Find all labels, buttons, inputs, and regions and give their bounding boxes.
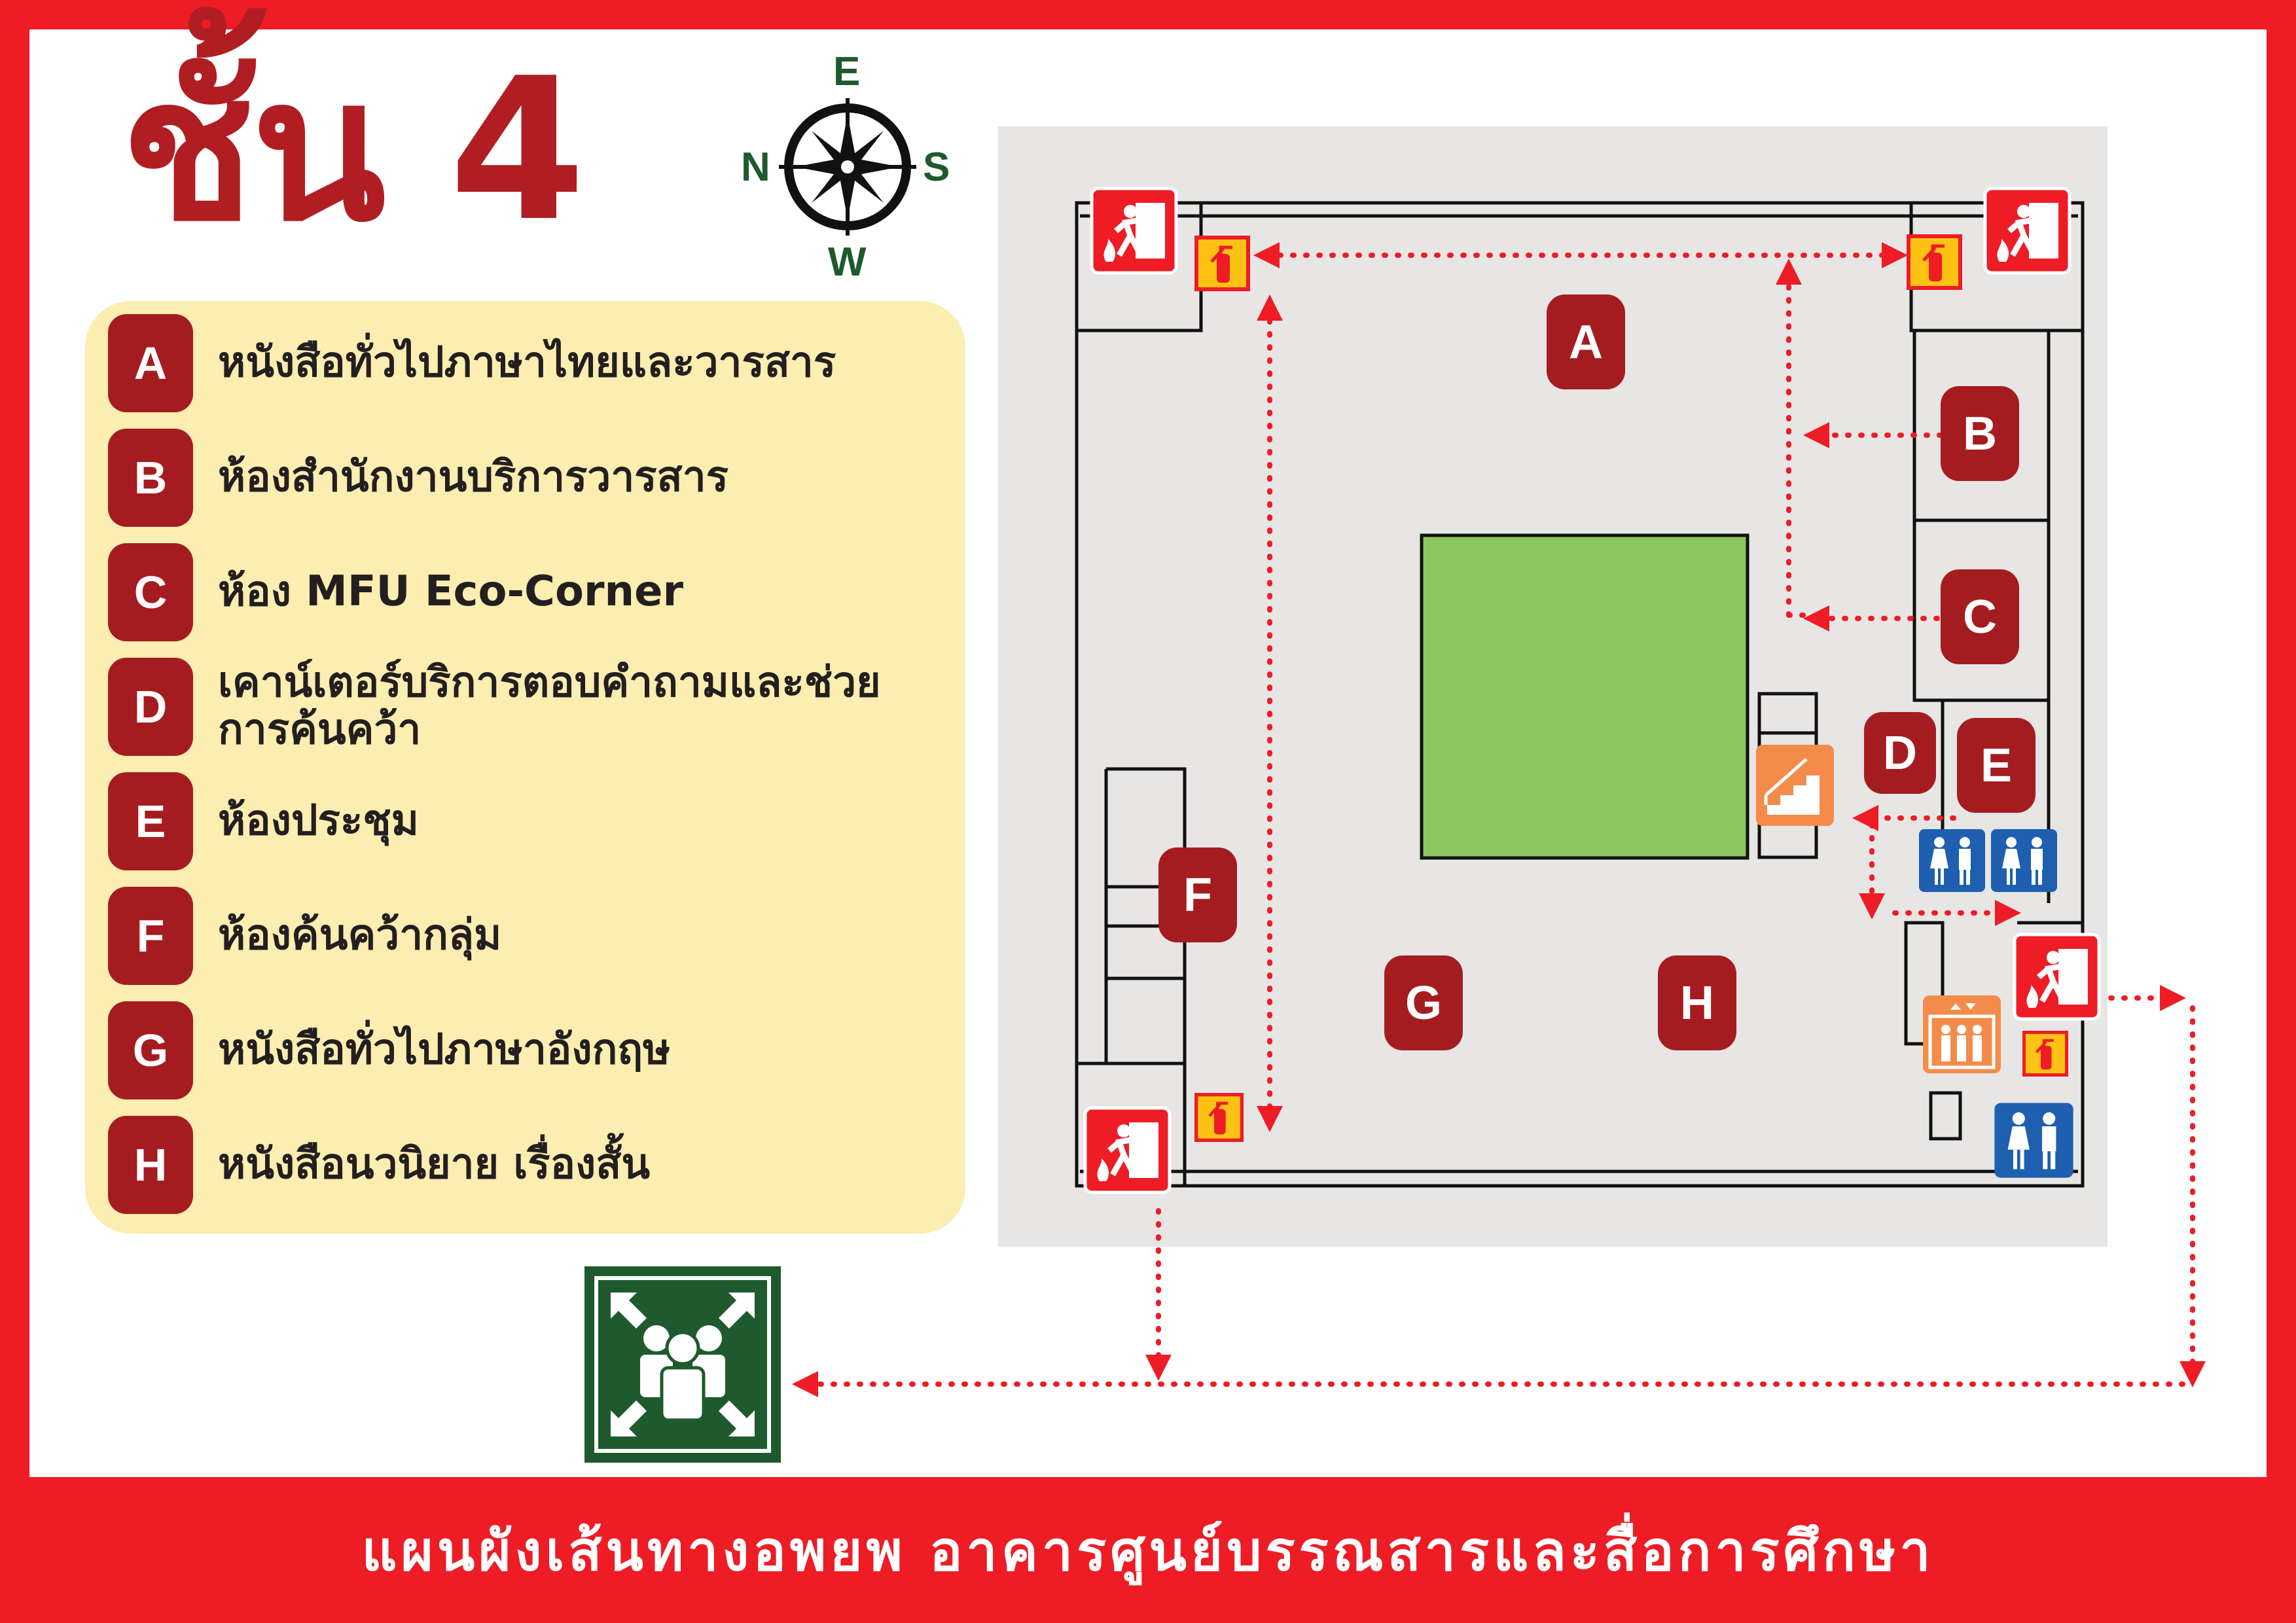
legend-item-f: F ห้องค้นคว้ากลุ่ม	[108, 887, 959, 985]
legend-text: ห้อง MFU Eco-Corner	[218, 567, 684, 616]
room-label-d: D	[1864, 712, 1936, 794]
compass-north-label: N	[741, 145, 770, 190]
legend-item-a: A หนังสือทั่วไปภาษาไทยและวารสาร	[108, 314, 959, 412]
room-label-b: B	[1941, 386, 2019, 481]
fire-exit-icon	[2013, 933, 2101, 1021]
room-label-f: F	[1158, 847, 1237, 942]
legend-badge: B	[108, 429, 193, 527]
compass-icon	[779, 98, 916, 236]
fire-extinguisher-icon	[1907, 234, 1962, 290]
courtyard	[1420, 533, 1749, 860]
restroom-icon	[1991, 829, 2057, 892]
legend-item-c: C ห้อง MFU Eco-Corner	[108, 543, 959, 641]
legend-panel: A หนังสือทั่วไปภาษาไทยและวารสาร B ห้องสำ…	[85, 301, 965, 1234]
legend-item-g: G หนังสือทั่วไปภาษาอังกฤษ	[108, 1001, 959, 1099]
evacuation-routes	[792, 242, 2206, 1397]
legend-item-e: E ห้องประชุม	[108, 772, 959, 870]
legend-text: เคาน์เตอร์บริการตอบคำถามและช่วยการค้นคว้…	[218, 658, 881, 754]
restroom-icon	[1994, 1103, 2073, 1178]
compass-south-label: S	[923, 145, 950, 190]
legend-badge: H	[108, 1116, 193, 1214]
legend-badge: D	[108, 658, 193, 756]
elevator-icon	[1923, 995, 2001, 1073]
compass-west-label: W	[828, 240, 867, 285]
legend-text: หนังสือนวนิยาย เรื่องสั้น	[218, 1140, 651, 1189]
legend-badge: E	[108, 772, 193, 870]
assembly-point-icon	[584, 1266, 781, 1463]
legend-badge: G	[108, 1001, 193, 1099]
legend-text: หนังสือทั่วไปภาษาไทยและวารสาร	[218, 338, 836, 387]
fire-extinguisher-icon	[2022, 1031, 2068, 1077]
stairs-icon	[1756, 745, 1834, 826]
legend-text: ห้องสำนักงานบริการวารสาร	[218, 453, 728, 502]
legend-item-d: D เคาน์เตอร์บริการตอบคำถามและช่วยการค้นค…	[108, 658, 959, 756]
fire-exit-icon	[1983, 187, 2072, 275]
legend-badge: C	[108, 543, 193, 641]
fire-extinguisher-icon	[1194, 236, 1250, 291]
fire-extinguisher-icon	[1194, 1093, 1244, 1142]
room-label-a: A	[1547, 294, 1625, 389]
legend-text: หนังสือทั่วไปภาษาอังกฤษ	[218, 1026, 671, 1075]
legend-item-h: H หนังสือนวนิยาย เรื่องสั้น	[108, 1116, 959, 1214]
legend-text: ห้องค้นคว้ากลุ่ม	[218, 911, 502, 960]
floor-title: ชั้น 4	[121, 36, 586, 264]
footer-title: แผนผังเส้นทางอพยพ อาคารศูนย์บรรณสารและสื…	[361, 1518, 1935, 1583]
legend-item-b: B ห้องสำนักงานบริการวารสาร	[108, 429, 959, 527]
fire-exit-icon	[1090, 187, 1178, 275]
restroom-icon	[1919, 829, 1985, 892]
legend-badge: A	[108, 314, 193, 412]
legend-badge: F	[108, 887, 193, 985]
compass-east-label: E	[833, 49, 861, 94]
room-label-h: H	[1658, 955, 1736, 1050]
room-label-c: C	[1941, 569, 2019, 664]
room-label-e: E	[1957, 718, 2036, 813]
fire-exit-icon	[1083, 1106, 1172, 1194]
legend-text: ห้องประชุม	[218, 796, 419, 846]
room-label-g: G	[1384, 955, 1463, 1050]
compass: E N S W	[740, 49, 956, 288]
